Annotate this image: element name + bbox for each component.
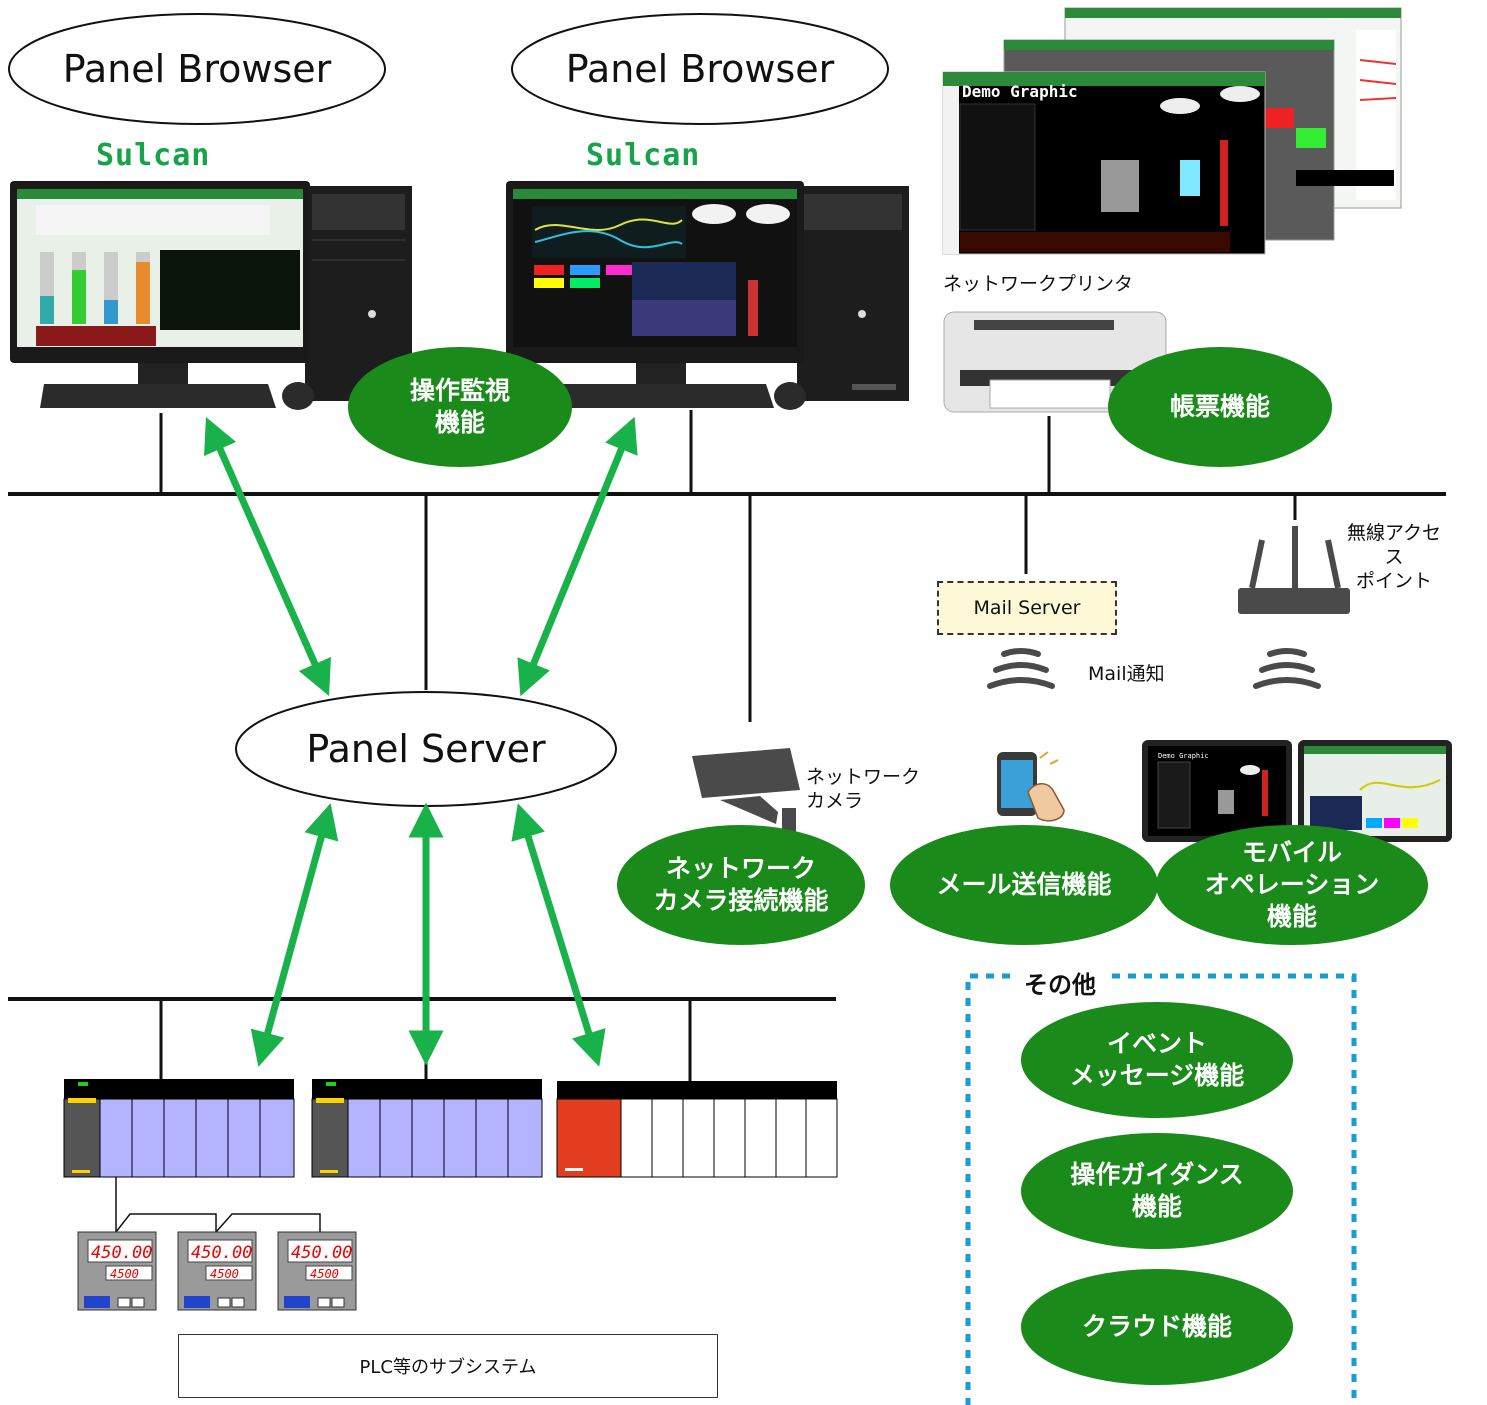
controller-3-sub: 4500 bbox=[310, 1267, 339, 1281]
panel-browser-2-title: Panel Browser bbox=[565, 47, 835, 91]
other-group-frame bbox=[965, 973, 1357, 1405]
other-group-title: その他 bbox=[1016, 965, 1104, 1000]
controller-1-main: 450.00 bbox=[91, 1243, 152, 1263]
camera-label: ネットワーク カメラ bbox=[806, 766, 921, 812]
feature-event-ellipse bbox=[1021, 1002, 1293, 1118]
sulcan-logo-1: Sulcan bbox=[96, 138, 211, 173]
controller-3-main: 450.00 bbox=[291, 1243, 352, 1263]
sulcan-logo-2: Sulcan bbox=[586, 138, 701, 173]
controller-3 bbox=[277, 1231, 357, 1311]
wifi-signal-icon bbox=[1253, 648, 1321, 689]
tablet-demo-graphic-title: Demo Graphic bbox=[1158, 752, 1209, 760]
feature-report-ellipse bbox=[1108, 347, 1332, 467]
feature-camera-ellipse bbox=[617, 825, 865, 945]
demo-graphic-title: Demo Graphic bbox=[962, 82, 1078, 101]
arrow-server-plc3 bbox=[511, 803, 606, 1067]
controller-2-sub: 4500 bbox=[210, 1267, 239, 1281]
arrow-browser1-server bbox=[204, 416, 331, 697]
wifi-label: 無線アクセス ポイント bbox=[1346, 522, 1442, 592]
workstation-2 bbox=[506, 181, 909, 410]
mail-signal-icon bbox=[987, 648, 1055, 689]
controller-1 bbox=[77, 1231, 157, 1311]
feature-cloud-ellipse bbox=[1021, 1269, 1293, 1385]
tablet-1 bbox=[1142, 740, 1292, 842]
panel-browser-2-ellipse bbox=[511, 13, 889, 125]
arrow-server-plc1 bbox=[250, 803, 339, 1067]
controller-wiring bbox=[115, 1177, 321, 1233]
plc-unit-3 bbox=[556, 1081, 838, 1178]
feature-mobile: モバイル オペレーション 機能 bbox=[1204, 838, 1380, 931]
arrow-browser2-server bbox=[517, 416, 638, 697]
panel-browser-1-ellipse bbox=[8, 13, 386, 125]
feature-cloud: クラウド機能 bbox=[1081, 1312, 1232, 1341]
printer-icon bbox=[943, 311, 1167, 413]
mail-notice-label: Mail通知 bbox=[1088, 663, 1165, 685]
tablet-2 bbox=[1298, 740, 1452, 842]
subsystem-label: PLC等のサブシステム bbox=[178, 1334, 718, 1398]
smartphone-icon bbox=[997, 751, 1065, 822]
feature-monitoring: 操作監視 機能 bbox=[409, 376, 510, 437]
mail-server-box: Mail Server bbox=[937, 581, 1117, 635]
controller-1-sub: 4500 bbox=[110, 1267, 139, 1281]
feature-monitoring-ellipse bbox=[348, 347, 572, 467]
network-camera-icon bbox=[692, 748, 800, 832]
feature-guidance-ellipse bbox=[1021, 1133, 1293, 1249]
panel-browser-1-title: Panel Browser bbox=[62, 47, 332, 91]
feature-mobile-ellipse bbox=[1156, 825, 1428, 945]
plc-unit-1 bbox=[63, 1079, 295, 1178]
feature-mail: メール送信機能 bbox=[936, 870, 1112, 899]
panel-server-title: Panel Server bbox=[306, 727, 546, 771]
screenshot-stack bbox=[942, 7, 1402, 255]
feature-mail-ellipse bbox=[890, 825, 1158, 945]
workstation-1 bbox=[10, 181, 412, 410]
feature-event: イベント メッセージ機能 bbox=[1069, 1029, 1245, 1090]
printer-label: ネットワークプリンタ bbox=[943, 273, 1134, 295]
controller-2-main: 450.00 bbox=[191, 1243, 252, 1263]
wireless-router-icon bbox=[1238, 526, 1350, 614]
controller-2 bbox=[177, 1231, 257, 1311]
feature-camera: ネットワーク カメラ接続機能 bbox=[653, 854, 829, 915]
feature-report: 帳票機能 bbox=[1169, 392, 1270, 421]
feature-guidance: 操作ガイダンス 機能 bbox=[1070, 1160, 1244, 1221]
plc-unit-2 bbox=[311, 1079, 543, 1178]
